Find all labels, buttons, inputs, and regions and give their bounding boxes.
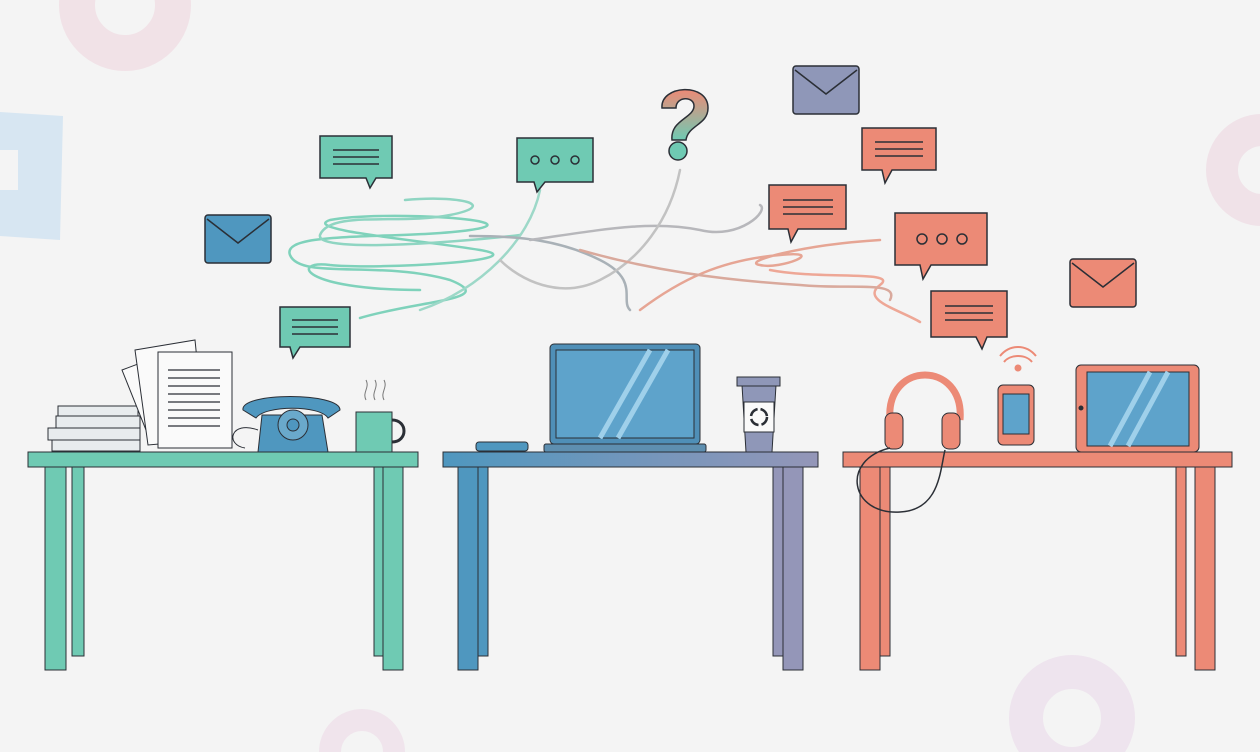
- left-desk: [27, 339, 419, 671]
- deco-square-left: [0, 112, 63, 240]
- tablet-icon: [1075, 364, 1200, 453]
- question-mark-icon: [661, 88, 709, 161]
- deco-ring-right: [1206, 114, 1260, 226]
- deco-ring-bottom: [319, 709, 405, 752]
- speech-bubble-icon: [861, 127, 937, 186]
- headphones-icon: [856, 371, 964, 513]
- speech-bubble-icon: [930, 290, 1008, 351]
- speech-bubble-icon: [319, 135, 393, 190]
- rotary-phone-icon: [232, 396, 341, 453]
- deco-ring-bottom-right: [1009, 655, 1135, 752]
- coffee-cup-icon: [736, 376, 781, 453]
- typing-bubble-icon: [894, 212, 988, 282]
- middle-desk: [442, 343, 819, 671]
- deco-ring-top-left: [59, 0, 191, 71]
- right-desk: [842, 346, 1233, 671]
- laptop-icon: [543, 343, 707, 453]
- wifi-icon: [999, 346, 1037, 372]
- tangled-lines: [288, 168, 922, 324]
- coffee-mug-icon: [355, 379, 406, 453]
- envelope-icon: [204, 214, 272, 264]
- envelope-icon: [1069, 258, 1137, 308]
- smartphone-icon: [997, 384, 1035, 446]
- envelope-icon: [792, 65, 860, 115]
- papers-icon: [121, 339, 233, 449]
- message-icons: [204, 65, 1137, 360]
- mouse-icon: [475, 441, 529, 452]
- speech-bubble-icon: [279, 306, 351, 360]
- books-icon: [47, 405, 141, 452]
- typing-bubble-icon: [516, 137, 594, 194]
- speech-bubble-icon: [768, 184, 847, 245]
